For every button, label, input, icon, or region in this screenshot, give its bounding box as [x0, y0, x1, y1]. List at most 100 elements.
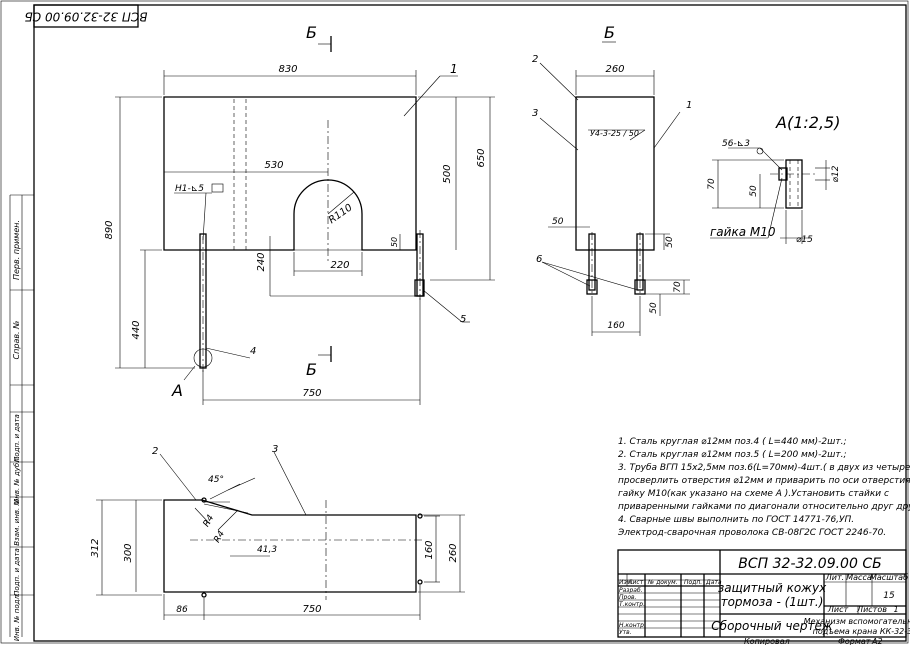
dim-160-plan: 160	[424, 540, 435, 559]
pos-1-section: 1	[686, 100, 692, 111]
tb-row-label: № докум.	[647, 579, 678, 586]
dim-240: 240	[256, 252, 267, 271]
tb-format-label: Формат	[838, 637, 871, 645]
drawing-frame	[33, 4, 907, 642]
side-label-1: Справ. №	[12, 321, 21, 360]
nut-label: гайка М10	[710, 225, 776, 239]
note-line: 2. Сталь круглая ⌀12мм поз.5 ( L=200 мм)…	[618, 450, 847, 460]
pos-4-main: 4	[250, 346, 256, 357]
tb-row-label: Изм.	[619, 579, 633, 586]
pos-1-main: 1	[450, 62, 458, 76]
note-line: 1. Сталь круглая ⌀12мм поз.4 ( L=440 мм)…	[618, 437, 847, 447]
dim-440: 440	[131, 320, 142, 339]
dim-750-main: 750	[302, 388, 321, 399]
tb-org-2: подъема крана КК-32-32	[813, 627, 910, 636]
detail-a-view: А(1:2,5) 56-⊾3 70 50 ⌀12 ⌀15 гайка М10	[707, 113, 841, 245]
dim-70-detail: 70	[707, 178, 717, 190]
tb-format: А2	[871, 637, 883, 645]
tb-row-label: Лист	[627, 579, 644, 586]
side-label-5: Подп. и дата	[13, 548, 21, 596]
title-block: ВСП 32-32.09.00 СБ защитный кожух тормоз…	[617, 549, 910, 645]
note-line: 4. Сварные швы выполнить по ГОСТ 14771-7…	[618, 515, 854, 525]
view-mark-a: А	[171, 381, 183, 400]
side-strip: Перв. примен. Справ. № Подп. и дата Инв.…	[9, 194, 34, 641]
dim-750-plan: 750	[302, 604, 321, 615]
dim-50-right: 50	[665, 236, 675, 248]
tb-role: Т.контр.	[619, 601, 645, 608]
angle-45: 45°	[208, 475, 224, 485]
tb-role: Утв.	[619, 629, 632, 636]
tb-scale: 15	[883, 591, 895, 601]
top-stamp-text: ВСП 32-32.09.00 СБ	[25, 10, 148, 24]
dim-50-left: 50	[552, 217, 564, 227]
dim-500: 500	[442, 164, 453, 183]
tb-col-lit: Лит.	[825, 573, 844, 582]
dim-86: 86	[176, 605, 188, 615]
top-stamp: ВСП 32-32.09.00 СБ	[25, 4, 148, 28]
dim-260-plan: 260	[448, 543, 459, 562]
tb-col-mass: Масса	[846, 573, 872, 582]
note-line: приваренными гайками по диагонали относи…	[618, 502, 910, 512]
tb-code: ВСП 32-32.09.00 СБ	[738, 556, 881, 572]
tb-sheets-label: Листов	[856, 605, 887, 614]
dim-50-main: 50	[390, 237, 399, 247]
note-line: 3. Труба ВГП 15х2,5мм поз.6(L=70мм)-4шт.…	[618, 463, 910, 473]
note-line: просверлить отверстия ⌀12мм и приварить …	[618, 476, 910, 486]
pos-3-plan: 3	[272, 444, 278, 455]
r4-a: R4	[202, 513, 217, 529]
dim-50-detail: 50	[749, 185, 759, 197]
dim-220: 220	[330, 260, 349, 271]
detail-a-title: А(1:2,5)	[775, 113, 840, 132]
tb-name-2: тормоза - (1шт.)	[721, 595, 824, 609]
dim-260-section: 260	[605, 64, 624, 75]
dim-50-bottom: 50	[649, 302, 659, 314]
dim-d15: ⌀15	[796, 235, 813, 245]
section-mark-top: Б	[306, 23, 317, 42]
dim-41-3: 41,3	[257, 545, 277, 555]
dim-70-section: 70	[673, 281, 683, 293]
pos-2-section: 2	[532, 54, 538, 65]
plan-view: 45° R4 R4 41,3 2 3 312 300 160 260	[90, 444, 465, 620]
side-label-3: Инв. № дубл.	[13, 456, 21, 504]
front-view: Б Б 830 530 650 500 50 890 440 750	[104, 23, 495, 405]
weld-56: 56-⊾3	[722, 139, 750, 149]
dim-d12: ⌀12	[831, 165, 841, 182]
tb-row-label: Подп.	[684, 579, 702, 586]
pos-5-main: 5	[460, 314, 466, 325]
dim-650: 650	[476, 148, 487, 167]
tb-role: Пров.	[619, 594, 637, 601]
tb-sheets: 1	[893, 605, 898, 614]
radius-label: R110	[327, 202, 355, 226]
weld-h1: H1-⊾5	[175, 184, 204, 194]
pos-2-plan: 2	[152, 446, 158, 457]
tb-name-1: защитный кожух	[718, 581, 827, 595]
weld-y4: У4-3-25 / 50	[590, 129, 639, 138]
tb-role: Разраб.	[619, 587, 643, 594]
side-label-2: Подп. и дата	[13, 414, 21, 462]
dim-312: 312	[90, 538, 101, 557]
tb-copied: Копировал	[744, 637, 790, 645]
dim-830: 830	[278, 64, 297, 75]
tb-doc-type: Сборочный чертеж	[711, 619, 833, 633]
technical-notes: 1. Сталь круглая ⌀12мм поз.4 ( L=440 мм)…	[617, 437, 910, 538]
note-line: Электрод-сварочная проволока СВ-08Г2С ГО…	[617, 528, 886, 538]
tb-role: Н.контр.	[619, 622, 646, 629]
pos-6-section: 6	[536, 254, 542, 265]
side-label-0: Перв. примен.	[12, 220, 21, 280]
dim-890: 890	[104, 220, 115, 239]
side-label-6: Инв. № подл.	[13, 593, 21, 641]
tb-col-scale: Масштаб	[870, 573, 908, 582]
side-label-4: Взам. инв. №	[13, 498, 21, 546]
section-mark-bottom: Б	[306, 360, 317, 379]
note-line: гайку М10(как указано на схеме А ).Устан…	[618, 489, 889, 499]
dim-300: 300	[123, 543, 134, 562]
tb-org-1: Механизм вспомогательного	[804, 617, 910, 626]
dim-160-section: 160	[607, 321, 624, 331]
dim-530: 530	[264, 160, 283, 171]
section-b-title: Б	[604, 23, 615, 42]
tb-row-label: Дата	[705, 579, 722, 586]
tb-sheet-label: Лист	[827, 605, 849, 614]
pos-3-section: 3	[532, 108, 538, 119]
